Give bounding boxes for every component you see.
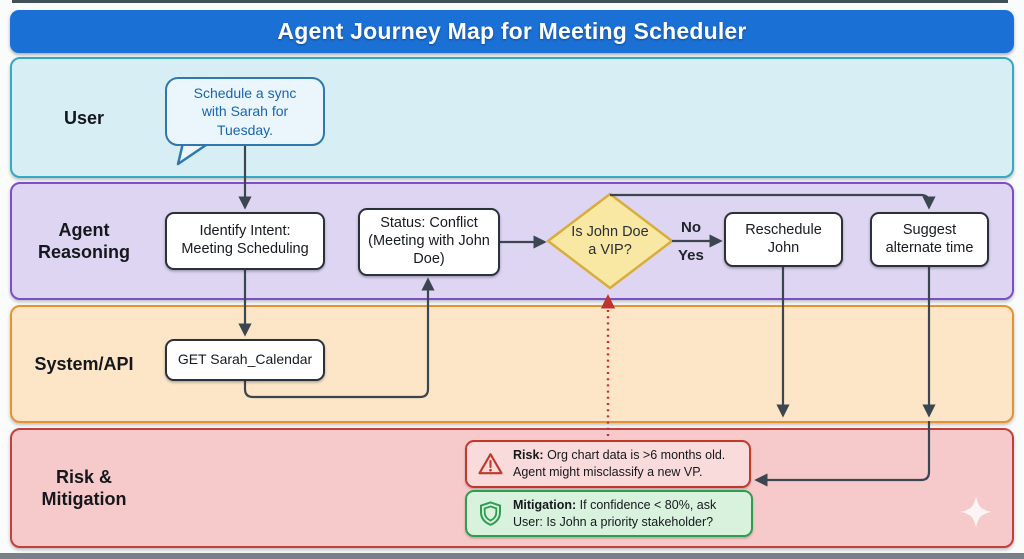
decision-question-text: Is John Doe a VIP? [571,223,649,258]
sparkle-watermark-icon [956,494,996,539]
lane-label-risk-mitigation: Risk & Mitigation [41,467,127,510]
user-message-text: Schedule a sync with Sarah for Tuesday. [193,85,297,138]
decision-label: Is John Doe a VIP? [567,216,653,266]
arrow-suggest-to-risk-note [754,421,931,487]
node-identify-intent-label: Identify Intent: Meeting Scheduling [181,223,309,257]
risk-note: Risk: Org chart data is >6 months old. A… [465,440,751,488]
lane-label-agent-reasoning: Agent Reasoning [37,220,130,263]
warning-triangle-icon [477,451,504,477]
arrow-get-to-status [243,277,435,399]
mitigation-note-label: Mitigation: [513,497,577,512]
risk-note-text: Risk: Org chart data is >6 months old. A… [513,447,725,481]
node-get-sarah-calendar-label: GET Sarah_Calendar [177,351,313,368]
shield-icon [477,500,504,527]
node-identify-intent: Identify Intent: Meeting Scheduling [165,212,325,270]
mitigation-note-text: Mitigation: If confidence < 80%, ask Use… [513,497,716,531]
node-status-conflict-label: Status: Conflict (Meeting with John Doe) [368,215,490,267]
node-get-sarah-calendar: GET Sarah_Calendar [165,339,325,381]
node-suggest-alternate-time: Suggest alternate time [870,212,989,267]
node-reschedule-john-label: Reschedule John [745,221,822,256]
risk-note-label: Risk: [513,448,544,463]
node-suggest-alternate-time-label: Suggest alternate time [885,221,974,256]
node-status-conflict: Status: Conflict (Meeting with John Doe) [358,208,500,276]
lane-label-user: User [63,108,105,128]
top-edge-line [12,0,1008,3]
lane-label-system-api: System/API [34,354,134,374]
diagram-title: Agent Journey Map for Meeting Scheduler [277,18,747,44]
mitigation-note-line1: If confidence < 80%, ask [579,497,717,512]
bottom-edge-line [0,553,1024,559]
risk-note-line2: Agent might misclassify a new VP. [513,465,703,479]
risk-note-line1: Org chart data is >6 months old. [547,448,726,463]
node-reschedule-john: Reschedule John [724,212,843,267]
mitigation-note: Mitigation: If confidence < 80%, ask Use… [465,490,753,537]
speech-bubble-tail [176,141,211,166]
arrow-decision-to-suggest [610,193,936,210]
user-message-bubble: Schedule a sync with Sarah for Tuesday. [165,77,325,146]
mitigation-note-line2: User: Is John a priority stakeholder? [513,514,714,529]
diagram-title-bar: Agent Journey Map for Meeting Scheduler [10,10,1014,53]
edge-label-no: No [681,219,701,236]
edge-label-yes: Yes [678,247,704,264]
